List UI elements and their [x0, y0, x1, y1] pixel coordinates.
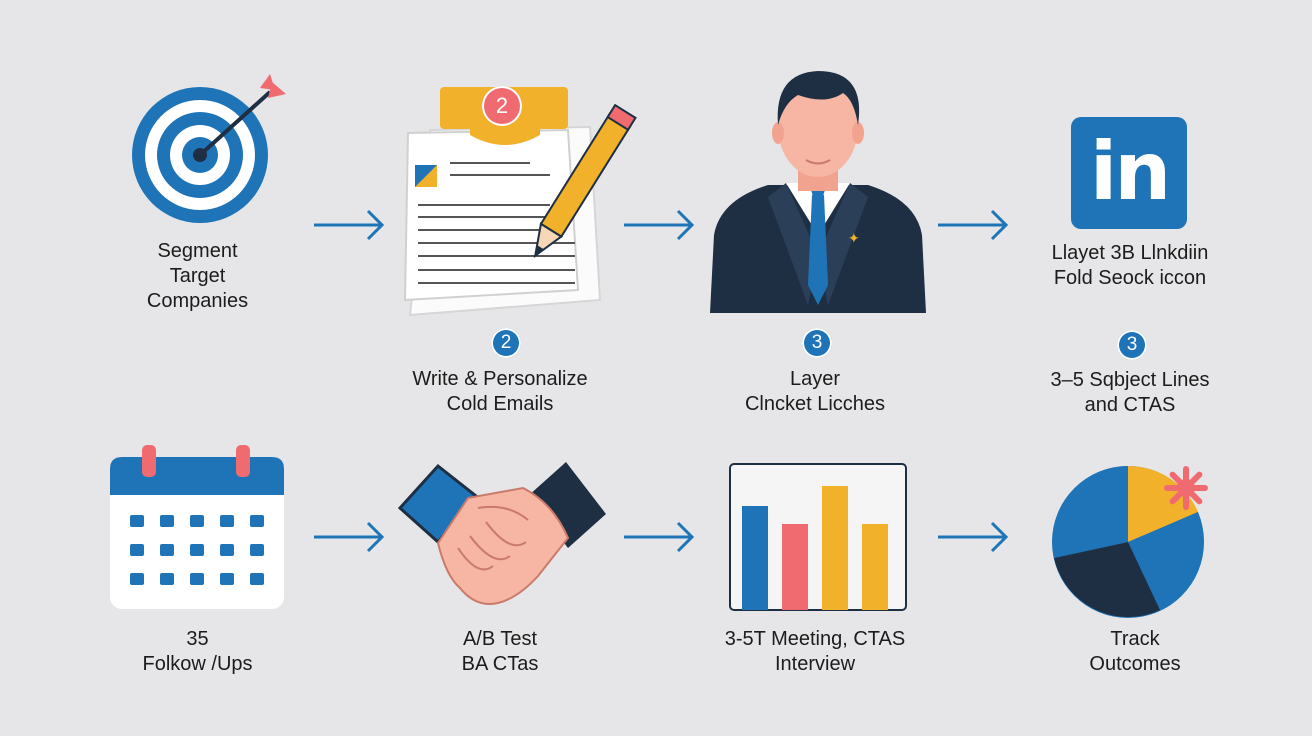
step-ab-test: [397, 458, 608, 608]
target-icon: [132, 74, 286, 223]
arrow-right-icon: [624, 209, 695, 241]
step-write-emails: [400, 75, 650, 320]
handshake-icon: [397, 462, 606, 605]
arrow-right-icon: [314, 209, 385, 241]
step-number-badge: 3: [1117, 330, 1147, 360]
arrow-right-icon: [624, 521, 695, 553]
step-segment: [120, 70, 290, 240]
step-linkedin-label: Llayet 3B Llnkdiin Fold Seock iccon: [1051, 242, 1209, 289]
arrow-right-icon: [938, 521, 1009, 553]
linkedin-icon: in: [1071, 117, 1187, 229]
step-header-badge: 2: [482, 86, 522, 126]
step-layer: ✦: [708, 65, 928, 315]
step-followups-label: 35 Folkow /Ups: [142, 628, 253, 675]
step-track-label: Track Outcomes: [1089, 628, 1181, 675]
step-track: [1048, 460, 1218, 620]
calendar-icon: [110, 445, 284, 609]
step-number-badge: 2: [491, 328, 521, 358]
pie-chart-icon: [1052, 465, 1208, 618]
step-followups: [108, 443, 288, 613]
step-meeting-label: 3-5T Meeting, CTAS Interview: [724, 628, 906, 675]
arrow-right-icon: [938, 209, 1009, 241]
businessman-icon: ✦: [710, 71, 926, 313]
document-pencil-icon: [403, 87, 637, 317]
step-write-emails-label: Write & Personalize Cold Emails: [412, 368, 588, 415]
svg-text:✦: ✦: [848, 231, 860, 247]
step-meeting: [728, 462, 908, 612]
step-segment-label: Segment Target Companies: [146, 240, 249, 312]
step-subject-lines-label: 3–5 Sqbject Lines and CTAS: [1050, 369, 1210, 416]
step-ab-test-label: A/B Test BA CTas: [461, 628, 539, 675]
step-number-badge: 3: [802, 328, 832, 358]
arrow-right-icon: [314, 521, 385, 553]
bar-chart-icon: [729, 463, 907, 611]
step-layer-label: Layer Clncket Licches: [744, 368, 886, 415]
